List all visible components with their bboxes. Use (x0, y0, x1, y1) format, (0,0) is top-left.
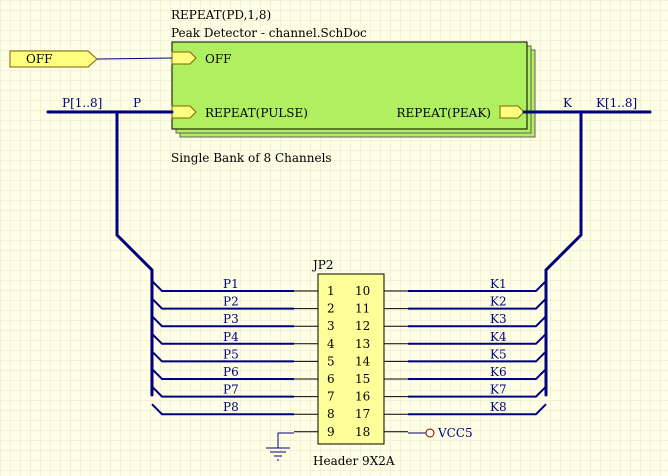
pin-number-right: 18 (355, 425, 370, 439)
pin-number-left: 3 (327, 319, 335, 333)
pin-number-right: 17 (355, 407, 370, 421)
pin-number-right: 14 (355, 354, 371, 368)
sheet-entry-off[interactable] (171, 51, 197, 65)
pin-number-left: 9 (327, 425, 335, 439)
sheet-entry-pulse-label: REPEAT(PULSE) (205, 106, 308, 120)
pin-number-right: 10 (355, 284, 370, 298)
net-label-k8: K8 (490, 400, 507, 414)
pin-number-left: 8 (327, 407, 335, 421)
bus-left-label: P[1..8] (62, 96, 102, 110)
net-label-p2: P2 (223, 295, 239, 309)
net-label-p1: P1 (223, 277, 239, 291)
sheet-symbol[interactable] (171, 41, 536, 138)
net-label-p8: P8 (223, 400, 239, 414)
net-label-p3: P3 (223, 312, 239, 326)
sheet-entry-peak[interactable] (499, 105, 525, 119)
net-label-p5: P5 (223, 347, 239, 361)
pin-number-left: 5 (327, 354, 335, 368)
net-label-p4: P4 (223, 330, 239, 344)
wire-k2 (408, 297, 547, 310)
sheet-entry-off-label: OFF (205, 52, 232, 66)
connector-comment: Header 9X2A (313, 454, 395, 468)
net-label-k7: K7 (490, 383, 507, 397)
wire-p8 (151, 403, 294, 416)
wire-off (96, 57, 173, 60)
net-label-p6: P6 (223, 365, 239, 379)
pin-number-right: 15 (355, 372, 370, 386)
wire-k1 (408, 280, 547, 292)
bus-right-label: K[1..8] (596, 96, 637, 110)
net-label-k2: K2 (490, 295, 507, 309)
pin-number-left: 1 (327, 284, 335, 298)
connector-designator: JP2 (311, 258, 334, 272)
wire-k4 (408, 333, 547, 345)
power-port-circle (425, 428, 435, 438)
wire-k3 (408, 315, 547, 328)
sheet-entry-peak-label: REPEAT(PEAK) (397, 106, 491, 120)
bus-right (522, 110, 652, 397)
sheet-designator: REPEAT(PD,1,8) (171, 8, 271, 22)
pin-number-right: 16 (355, 390, 370, 404)
net-label-k1: K1 (490, 277, 507, 291)
wire-p7 (151, 385, 294, 398)
wire-k5 (408, 350, 547, 363)
net-label-k3: K3 (490, 312, 507, 326)
net-label-k: K (563, 96, 573, 110)
power-port-label: VCC5 (437, 426, 473, 440)
wire-p3 (151, 315, 294, 328)
wire-k8 (408, 403, 547, 416)
pin-number-right: 13 (355, 337, 370, 351)
pin-number-left: 2 (327, 302, 335, 316)
wire-k6 (408, 368, 547, 380)
note-text: Single Bank of 8 Channels (171, 151, 332, 165)
wire-p2 (151, 297, 294, 310)
net-label-k4: K4 (490, 330, 507, 344)
wire-p4 (151, 333, 294, 345)
pin-number-right: 11 (355, 302, 370, 316)
port-off[interactable] (9, 50, 98, 68)
ground-symbol (266, 432, 294, 461)
net-label-k6: K6 (490, 365, 507, 379)
sheet-filename: Peak Detector - channel.SchDoc (171, 26, 367, 40)
port-off-label: OFF (26, 52, 53, 66)
pin-number-left: 4 (327, 337, 335, 351)
wire-k7 (408, 385, 547, 398)
net-label-p7: P7 (223, 383, 239, 397)
sheet-entry-pulse[interactable] (171, 105, 197, 119)
bus-left (46, 110, 174, 397)
pin-number-left: 7 (327, 390, 335, 404)
sheet-symbol-body (171, 41, 528, 130)
wire-p6 (151, 368, 294, 380)
wire-p5 (151, 350, 294, 363)
pin-number-right: 12 (355, 319, 370, 333)
connector-body[interactable] (317, 273, 385, 445)
wire-p1 (151, 280, 294, 292)
net-label-k5: K5 (490, 347, 507, 361)
net-label-p: P (133, 96, 141, 110)
pin-number-left: 6 (327, 372, 335, 386)
